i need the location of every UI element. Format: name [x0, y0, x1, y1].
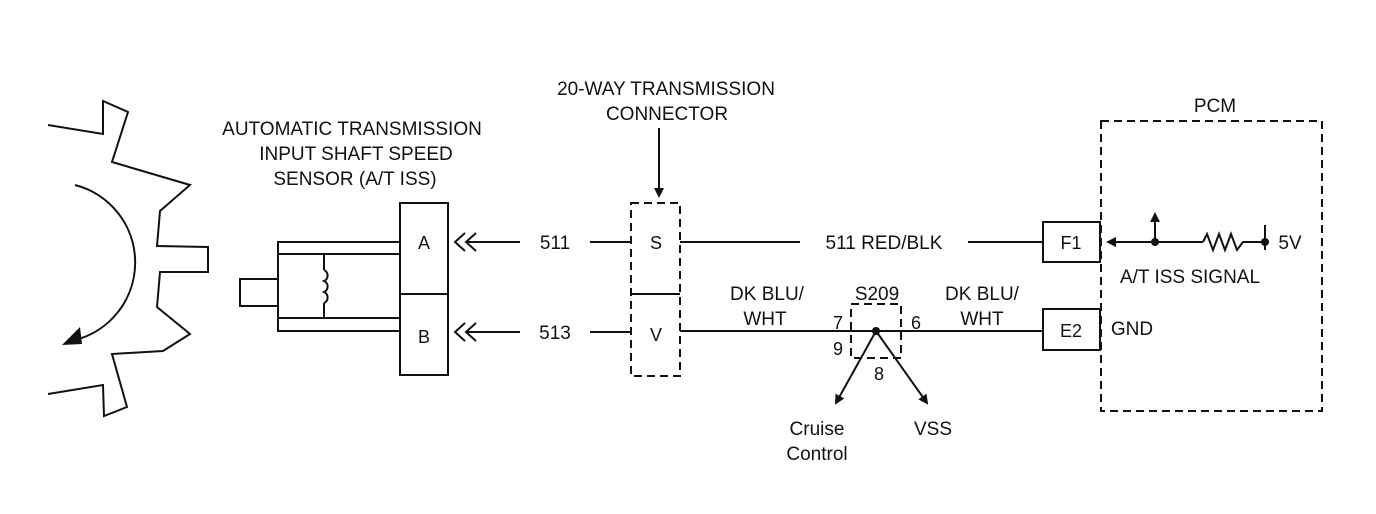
wire-dkblu-left-line2: WHT	[743, 309, 787, 330]
pin-b: B	[418, 327, 430, 347]
iss-sensor	[239, 202, 449, 376]
sensor-title-line2: INPUT SHAFT SPEED	[259, 144, 453, 165]
resistor-icon	[1202, 231, 1265, 253]
gnd-label: GND	[1111, 319, 1153, 340]
signal-label: A/T ISS SIGNAL	[1120, 267, 1260, 288]
voltage-label: 5V	[1278, 233, 1302, 254]
splice-pin-9: 9	[833, 339, 843, 359]
wire-513-label: 513	[539, 323, 571, 344]
vss-label: VSS	[914, 419, 952, 440]
splice-s209	[835, 303, 929, 405]
connector-title-line1: 20-WAY TRANSMISSION	[557, 79, 775, 100]
wire-513-left	[453, 322, 631, 342]
sensor-title-line1: AUTOMATIC TRANSMISSION	[222, 119, 482, 140]
splice-label: S209	[855, 284, 899, 305]
pin-f1: F1	[1060, 233, 1081, 253]
vss-arrow	[875, 330, 929, 405]
splice-pin-6: 6	[911, 313, 921, 333]
pcm-title: PCM	[1194, 96, 1236, 117]
wire-dkblu-right-line2: WHT	[960, 309, 1004, 330]
pin-a: A	[418, 233, 430, 253]
wire-511-red-blk-label: 511 RED/BLK	[826, 233, 943, 254]
wire-dkblu-right-line1: DK BLU/	[945, 284, 1020, 305]
pcm-module	[1042, 120, 1323, 412]
splice-pin-8: 8	[874, 364, 884, 384]
sensor-title-line3: SENSOR (A/T ISS)	[273, 169, 436, 190]
cruise-label-line1: Cruise	[790, 419, 845, 440]
transmission-connector	[630, 202, 681, 377]
splice-pin-7: 7	[833, 313, 843, 333]
pin-e2: E2	[1060, 321, 1082, 341]
connector-title-line2: CONNECTOR	[606, 104, 728, 125]
cruise-label-line2: Control	[786, 444, 847, 465]
cruise-arrow	[835, 330, 877, 405]
wire-dkblu-left-line1: DK BLU/	[730, 284, 805, 305]
rotation-arrow-icon	[62, 327, 82, 345]
coil-icon	[321, 269, 329, 304]
gear-icon	[47, 99, 209, 418]
pin-v: V	[650, 325, 662, 345]
pin-s: S	[650, 233, 662, 253]
rotation-arc	[74, 184, 137, 341]
wire-511-label: 511	[540, 233, 570, 254]
wire-511-left	[453, 232, 631, 252]
